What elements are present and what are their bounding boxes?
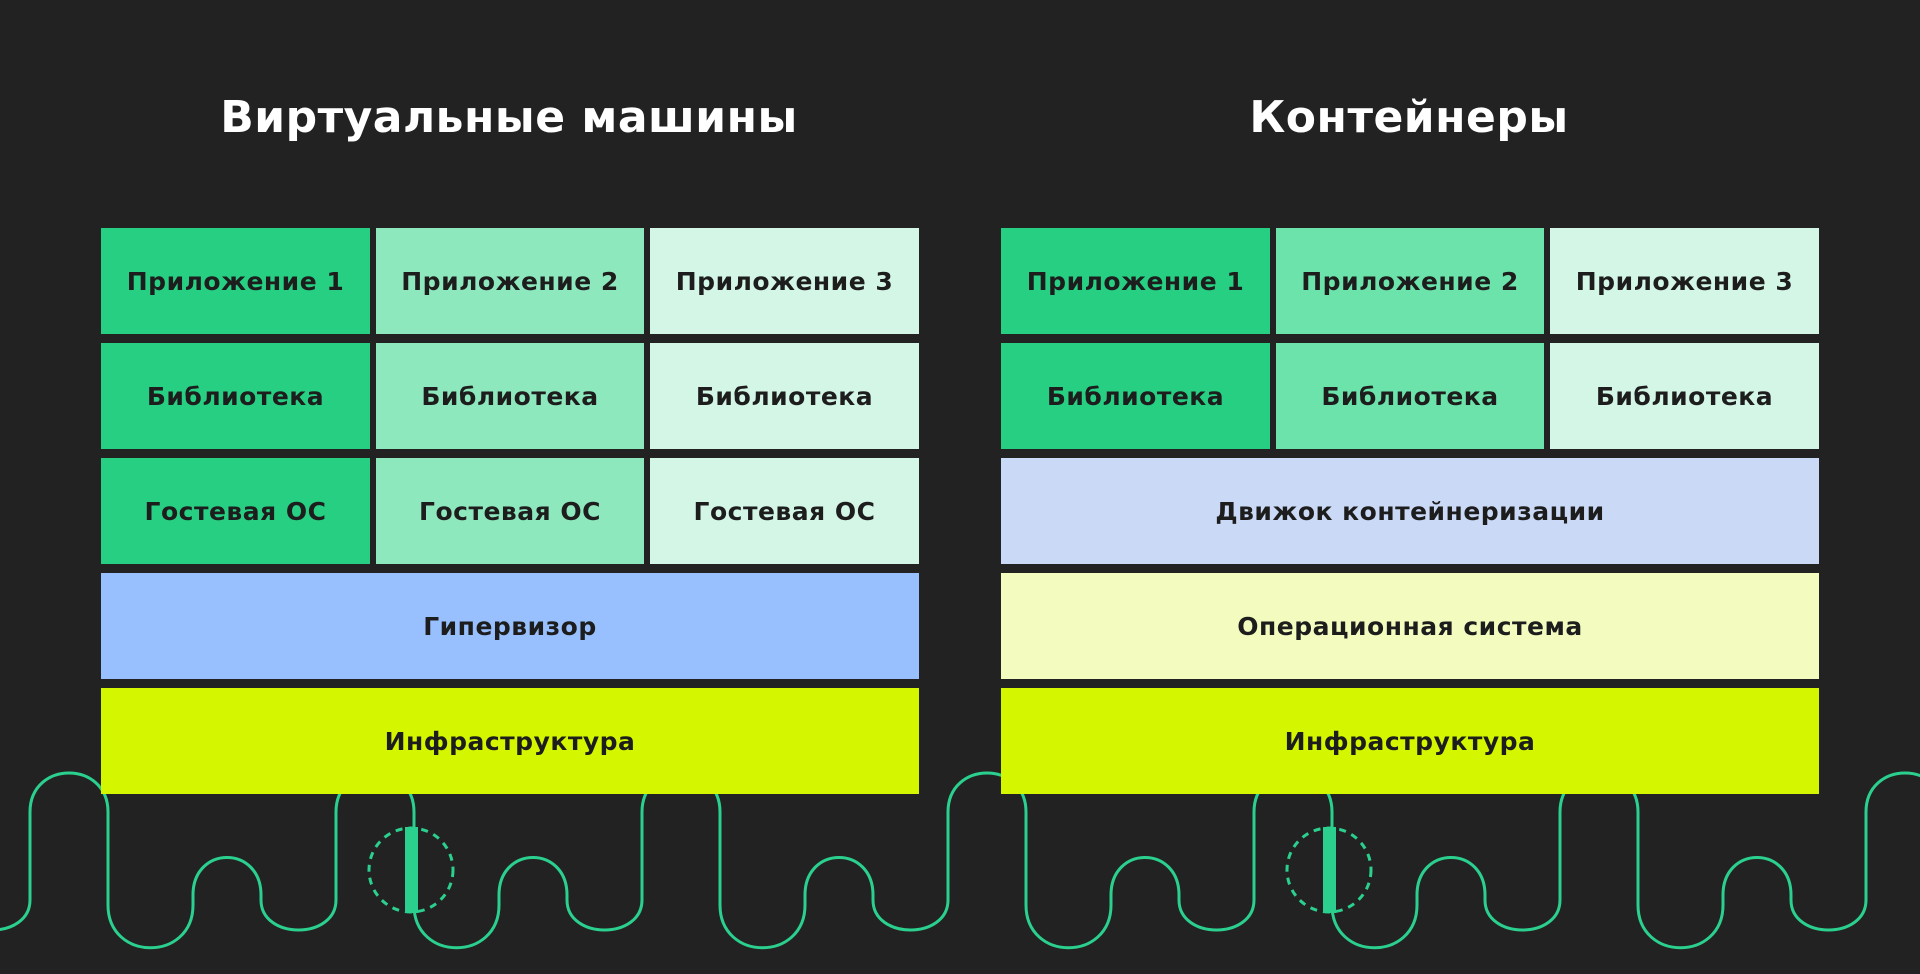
vm-title: Виртуальные машины xyxy=(220,92,798,143)
container-library-3: Библиотека xyxy=(1550,343,1819,449)
wave-path xyxy=(0,771,1920,950)
container-app-1: Приложение 1 xyxy=(1001,228,1270,334)
vm-guest-os-2: Гостевая ОС xyxy=(376,458,644,564)
container-app-3: Приложение 3 xyxy=(1550,228,1819,334)
vm-library-1: Библиотека xyxy=(101,343,370,449)
vm-app-2: Приложение 2 xyxy=(376,228,644,334)
container-app-2: Приложение 2 xyxy=(1276,228,1544,334)
container-library-1: Библиотека xyxy=(1001,343,1270,449)
vm-guest-os-3: Гостевая ОС xyxy=(650,458,919,564)
containers-title: Контейнеры xyxy=(1249,92,1569,143)
container-engine: Движок контейнеризации xyxy=(1001,458,1819,564)
vm-guest-os-1: Гостевая ОС xyxy=(101,458,370,564)
vm-library-3: Библиотека xyxy=(650,343,919,449)
container-library-2: Библиотека xyxy=(1276,343,1544,449)
marker-bar-icon-1 xyxy=(405,827,418,913)
vm-app-1: Приложение 1 xyxy=(101,228,370,334)
vm-infrastructure: Инфраструктура xyxy=(101,688,919,794)
vm-app-3: Приложение 3 xyxy=(650,228,919,334)
container-infrastructure: Инфраструктура xyxy=(1001,688,1819,794)
vm-hypervisor: Гипервизор xyxy=(101,573,919,679)
vm-library-2: Библиотека xyxy=(376,343,644,449)
container-host-os: Операционная система xyxy=(1001,573,1819,679)
marker-bar-icon-2 xyxy=(1323,827,1336,913)
